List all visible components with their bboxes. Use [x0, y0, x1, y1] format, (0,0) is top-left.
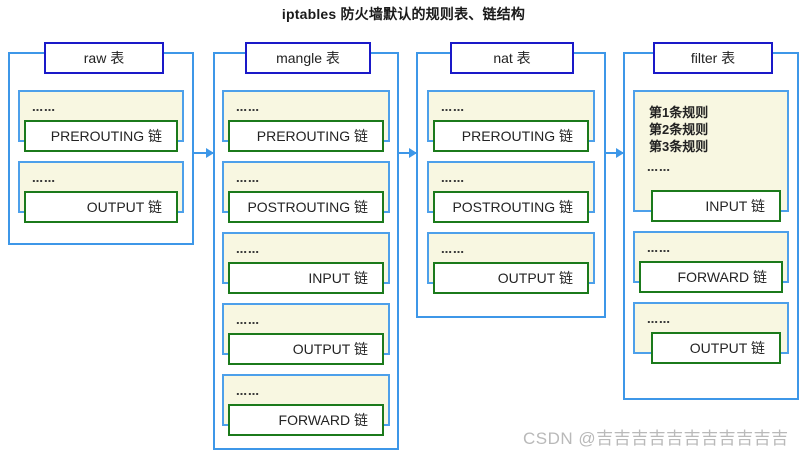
page-title: iptables 防火墙默认的规则表、链结构	[281, 6, 526, 22]
chain-label-mangle-prerouting[interactable]: PREROUTING 链	[228, 120, 384, 152]
arrow-mangle-to-nat-icon	[399, 148, 417, 158]
chain-label-nat-prerouting[interactable]: PREROUTING 链	[433, 120, 589, 152]
table-name-filter: filter 表	[653, 42, 773, 74]
chain-label-raw-output[interactable]: OUTPUT 链	[24, 191, 178, 223]
chain-label-nat-postrouting[interactable]: POSTROUTING 链	[433, 191, 589, 223]
chain-dots: ……	[236, 314, 260, 327]
chain-dots: ……	[647, 313, 671, 326]
filter-rule-1: 第1条规则	[649, 105, 709, 120]
chain-label-filter-forward[interactable]: FORWARD 链	[639, 261, 783, 293]
chain-dots: ……	[236, 172, 260, 185]
chain-dots: ……	[647, 161, 671, 174]
chain-dots: ……	[32, 172, 56, 185]
chain-dots: ……	[236, 243, 260, 256]
table-name-raw: raw 表	[44, 42, 164, 74]
arrow-nat-to-filter-icon	[606, 148, 624, 158]
chain-dots: ……	[441, 172, 465, 185]
chain-dots: ……	[647, 242, 671, 255]
chain-dots: ……	[441, 243, 465, 256]
chain-dots: ……	[236, 385, 260, 398]
chain-label-mangle-input[interactable]: INPUT 链	[228, 262, 384, 294]
watermark: CSDN @吉吉吉吉吉吉吉吉吉吉吉	[523, 429, 789, 448]
chain-label-nat-output[interactable]: OUTPUT 链	[433, 262, 589, 294]
table-name-mangle: mangle 表	[245, 42, 371, 74]
filter-rule-2: 第2条规则	[649, 122, 709, 137]
chain-label-filter-output[interactable]: OUTPUT 链	[651, 332, 781, 364]
chain-label-mangle-postrouting[interactable]: POSTROUTING 链	[228, 191, 384, 223]
chain-label-raw-prerouting[interactable]: PREROUTING 链	[24, 120, 178, 152]
filter-rule-3: 第3条规则	[649, 139, 709, 154]
chain-label-mangle-output[interactable]: OUTPUT 链	[228, 333, 384, 365]
chain-dots: ……	[236, 101, 260, 114]
table-name-nat: nat 表	[450, 42, 574, 74]
chain-label-filter-input[interactable]: INPUT 链	[651, 190, 781, 222]
chain-label-mangle-forward[interactable]: FORWARD 链	[228, 404, 384, 436]
chain-dots: ……	[441, 101, 465, 114]
arrow-raw-to-mangle-icon	[194, 148, 214, 158]
chain-dots: ……	[32, 101, 56, 114]
